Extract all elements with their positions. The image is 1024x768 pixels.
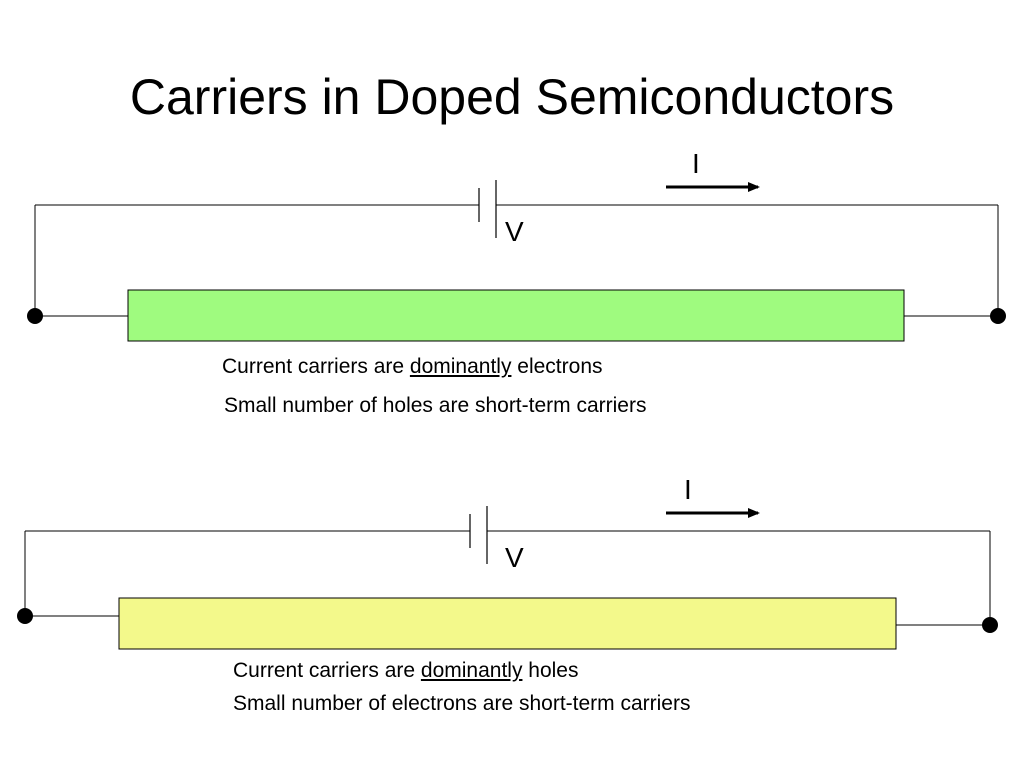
circuit-1-caption-line-1: Current carriers are dominantly electron… [222, 354, 603, 380]
circuit-1-voltage-label: V [505, 216, 524, 247]
circuit-1-caption-pre: Current carriers are [222, 355, 410, 378]
circuit-2-terminal-right [982, 617, 998, 633]
circuit-1-current-label: I [692, 148, 700, 179]
circuit-1-caption-post: electrons [511, 355, 603, 378]
circuit-2-caption-post: holes [522, 659, 579, 682]
circuit-1-terminal-right [990, 308, 1006, 324]
circuit-2-current-label: I [684, 474, 692, 505]
circuit-2-semiconductor-bar [118, 597, 897, 650]
slide-title: Carriers in Doped Semiconductors [129, 69, 895, 125]
circuit-2-caption-line-2: Small number of electrons are short-term… [233, 692, 691, 715]
circuit-2-caption-line-1: Current carriers are dominantly holes [233, 658, 579, 684]
circuit-2-wires [24, 530, 991, 626]
circuit-2-battery-symbol [469, 506, 488, 564]
circuit-1-terminal-left [27, 308, 43, 324]
circuit-2-terminal-left [17, 608, 33, 624]
circuit-2-caption-emphasis: dominantly [420, 659, 523, 682]
circuit-1-caption-line-2: Small number of holes are short-term car… [224, 394, 647, 417]
circuit-1-wires [34, 204, 999, 317]
circuit-1-battery-symbol [478, 180, 497, 238]
circuit-2-caption-pre: Current carriers are [233, 659, 421, 682]
circuit-1-semiconductor-bar [127, 289, 905, 342]
circuit-2-voltage-label: V [505, 542, 524, 573]
circuit-1-caption-emphasis: dominantly [409, 355, 512, 378]
